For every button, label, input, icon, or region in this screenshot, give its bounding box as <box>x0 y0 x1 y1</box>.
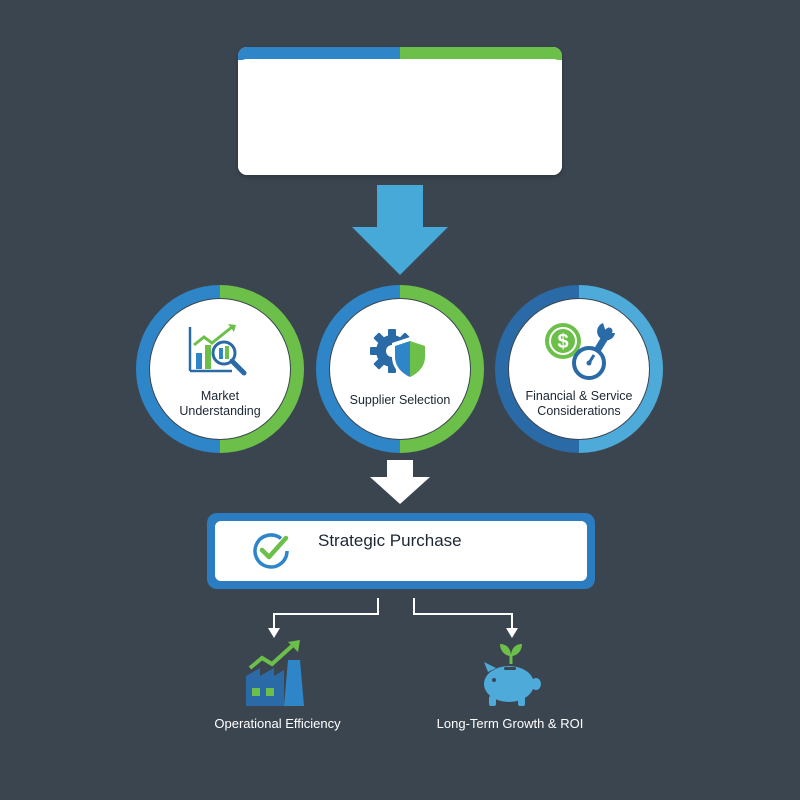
stage-label-line1: Supplier Selection <box>349 393 451 407</box>
stage-label: Market Understanding <box>150 389 290 419</box>
strategic-purchase-label: Strategic Purchase <box>318 531 462 550</box>
stage-label-line1: Market <box>200 389 240 403</box>
outcome-long-term-growth: Long-Term Growth & ROI <box>436 716 584 731</box>
stage-supplier-selection: Supplier Selection <box>316 285 484 453</box>
market-chart-magnifier-icon <box>188 324 247 376</box>
checkmark-circle-icon <box>253 533 289 569</box>
header-card-body <box>238 59 562 175</box>
stage-label: Supplier Selection <box>330 393 470 408</box>
header-card-green-bar <box>400 47 562 60</box>
strategic-purchase-box: Strategic Purchase <box>207 513 595 589</box>
stage-label-line1: Financial & Service <box>525 389 633 403</box>
stage-financial-service: $ Financial & Service Considerations <box>495 285 663 453</box>
header-card-blue-bar <box>238 47 400 60</box>
gear-shield-icon <box>370 329 428 380</box>
piggy-bank-sprout-icon <box>484 644 541 706</box>
svg-text:$: $ <box>557 331 568 353</box>
stage-market-understanding: Market Understanding <box>136 285 304 453</box>
header-card <box>238 47 562 175</box>
branch-connectors <box>268 598 518 638</box>
stage-label-line2: Understanding <box>179 404 261 418</box>
stage-label: Financial & Service Considerations <box>509 389 649 419</box>
outcome-operational-efficiency: Operational Efficiency <box>214 716 341 731</box>
stage-label-line2: Considerations <box>537 404 621 418</box>
down-arrow-icon <box>352 185 448 275</box>
down-arrow-icon <box>370 460 430 504</box>
dollar-wrench-gauge-icon: $ <box>545 323 615 380</box>
factory-growth-icon <box>246 640 304 706</box>
